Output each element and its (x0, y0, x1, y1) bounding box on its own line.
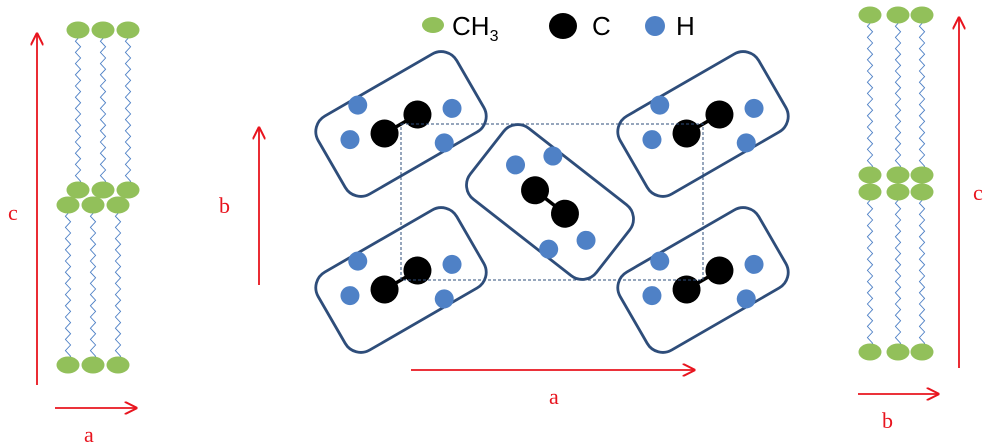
legend-ch3-label: CH3 (452, 11, 499, 45)
legend-carbon-label: C (592, 11, 611, 41)
methyl-group (56, 356, 80, 374)
methyl-group (91, 181, 115, 199)
right-panel-chains: c b (858, 6, 983, 433)
right-lower-chain (894, 191, 902, 353)
right-c-axis-label: c (973, 180, 983, 205)
methyl-group (910, 343, 934, 361)
methyl-group (910, 166, 934, 184)
methyl-group (116, 21, 140, 39)
legend-hydrogen-symbol (645, 16, 665, 36)
methyl-group (81, 356, 105, 374)
right-lower-chain (918, 191, 926, 353)
legend-carbon-symbol (549, 13, 577, 39)
hydrogen-atom (434, 133, 454, 153)
left-upper-chain (124, 29, 132, 191)
molecule (465, 123, 635, 281)
methyl-group (886, 183, 910, 201)
right-upper-chain (918, 14, 926, 176)
methyl-group (56, 196, 80, 214)
methyl-group (858, 183, 882, 201)
methyl-group (106, 196, 130, 214)
legend-hydrogen-label: H (676, 11, 695, 41)
left-upper-chain (74, 29, 82, 191)
methyl-group (886, 166, 910, 184)
hydrogen-atom (434, 289, 454, 309)
middle-a-axis-label: a (549, 384, 559, 409)
methyl-group (66, 21, 90, 39)
hydrogen-atom (506, 155, 526, 175)
carbon-atom (672, 119, 701, 148)
hydrogen-atom (543, 146, 563, 166)
hydrogen-atom (736, 133, 756, 153)
hydrogen-atom (642, 286, 662, 306)
unit-cell-outline (400, 123, 704, 281)
methyl-group (66, 181, 90, 199)
left-c-axis-label: c (8, 200, 18, 225)
methyl-group (116, 181, 140, 199)
hydrogen-atom (642, 130, 662, 150)
methyl-group (858, 6, 882, 24)
methyl-group (886, 6, 910, 24)
left-a-axis-label: a (84, 422, 94, 444)
methyl-group (106, 356, 130, 374)
methyl-group (858, 343, 882, 361)
methyl-group (886, 343, 910, 361)
methyl-group (910, 183, 934, 201)
carbon-atom (403, 256, 432, 285)
middle-panel-ab-plane: b a (219, 50, 790, 409)
carbon-atom (550, 199, 579, 228)
carbon-atom (705, 100, 734, 129)
hydrogen-atom (650, 251, 670, 271)
left-panel-chains: c a (8, 21, 140, 444)
hydrogen-atom (442, 98, 462, 118)
carbon-atom (370, 275, 399, 304)
hydrogen-atom (539, 239, 559, 259)
hydrogen-atom (744, 254, 764, 274)
hydrogen-atom (340, 130, 360, 150)
hydrogen-atom (576, 230, 596, 250)
left-lower-chain (64, 204, 72, 366)
carbon-atom (672, 275, 701, 304)
methyl-group (81, 196, 105, 214)
middle-b-axis-label: b (219, 193, 230, 218)
left-lower-chain (89, 204, 97, 366)
legend-ch3-symbol (422, 17, 444, 33)
hydrogen-atom (744, 98, 764, 118)
hydrogen-atom (348, 251, 368, 271)
carbon-atom (370, 119, 399, 148)
carbon-atom (403, 100, 432, 129)
carbon-atom (521, 176, 550, 205)
right-upper-chain (894, 14, 902, 176)
methyl-group (910, 6, 934, 24)
hydrogen-atom (736, 289, 756, 309)
carbon-atom (705, 256, 734, 285)
methyl-group (858, 166, 882, 184)
hydrogen-atom (442, 254, 462, 274)
left-upper-chain (99, 29, 107, 191)
hydrogen-atom (348, 95, 368, 115)
methyl-group (91, 21, 115, 39)
hydrogen-atom (340, 286, 360, 306)
right-upper-chain (866, 14, 874, 176)
hydrogen-atom (650, 95, 670, 115)
right-b-axis-label: b (882, 408, 893, 433)
legend: CH3 C H (422, 11, 695, 45)
right-lower-chain (866, 191, 874, 353)
left-lower-chain (114, 204, 122, 366)
